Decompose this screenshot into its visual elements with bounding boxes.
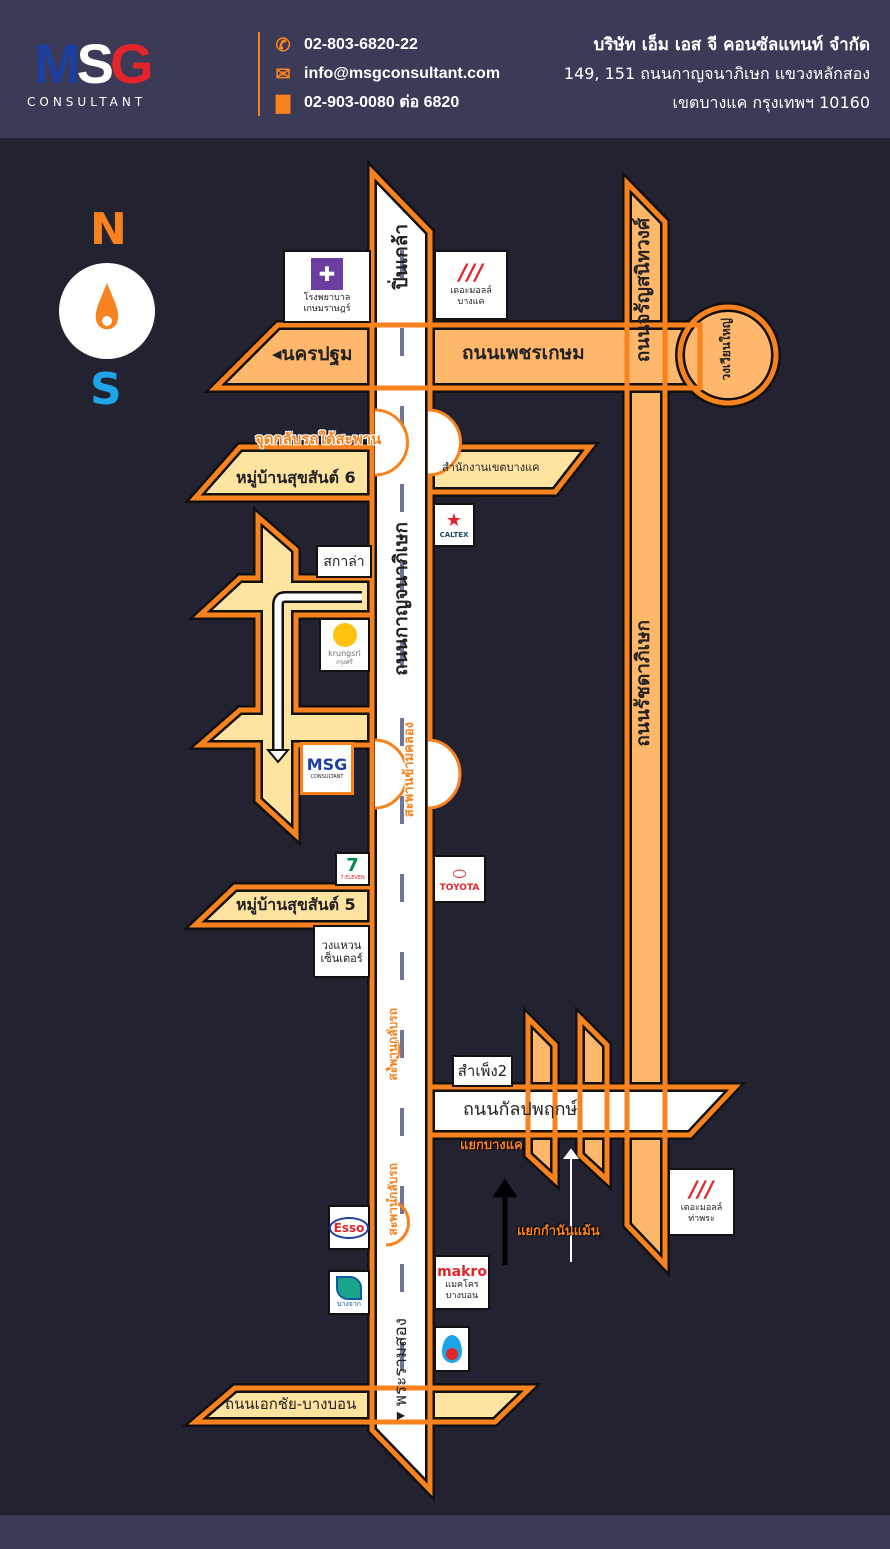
envelope-icon: ✉ — [275, 64, 291, 84]
nakhonpathom-label: ◂นครปฐม — [272, 343, 353, 365]
ratchada-label: ถนนรัชดาภิเษก — [632, 620, 654, 747]
mall-thapra-marker: ///เดอะมอลล์ ท่าพระ — [668, 1168, 735, 1236]
caltex-marker: ★CALTEX — [433, 503, 475, 547]
charan-label: ถนนจรัญสนิทวงศ์ — [632, 218, 654, 363]
address-line-1: 149, 151 ถนนกาญจนาภิเษก แขวงหลักสอง — [563, 64, 870, 83]
email-link[interactable]: info@msgconsultant.com — [304, 65, 501, 82]
the-mall-logo-icon: /// — [689, 1178, 714, 1203]
logo-subtitle: CONSULTANT — [27, 95, 147, 109]
bangchak-marker: บางจาก — [328, 1270, 370, 1315]
phone-link[interactable]: 02-803-6820-22 — [304, 36, 418, 53]
hospital-cross-icon: ✚ — [311, 258, 343, 290]
header-bar — [0, 0, 890, 138]
wongwian-label: วงเวียนใหญ่ — [719, 318, 733, 381]
caltex-star-icon: ★ — [445, 509, 463, 531]
bangkhae-junction-label: แยกบางแค — [460, 1138, 523, 1153]
ring-center-marker: วงแหวน เซ็นเตอร์ — [313, 925, 370, 978]
phetkasem-label: ถนนเพชรเกษม — [462, 342, 585, 364]
overpass-arcs — [374, 408, 462, 1247]
toyota-marker: ⬭TOYOTA — [433, 855, 486, 903]
phone-icon: ✆ — [275, 35, 291, 55]
compass-icon — [59, 263, 155, 359]
sampeng2-marker: สำเพ็ง2 — [452, 1055, 513, 1087]
kanchana-road — [367, 159, 435, 1503]
black-arrow — [492, 1178, 518, 1265]
footer-bar — [0, 1515, 890, 1549]
canal-bridge-label: สะพานข้ามคลอง — [402, 722, 417, 818]
fax-number: 02-903-0080 ต่อ 6820 — [304, 94, 460, 111]
white-arrow — [563, 1148, 579, 1262]
msg-logo: MSG — [34, 32, 154, 95]
north-label: N — [90, 204, 127, 255]
divider — [258, 32, 260, 116]
uturn-bridge-label-2: สะพานกลับรถ — [386, 1163, 400, 1236]
kanchana-label: ถนนกาญจนาภิเษก — [390, 522, 412, 676]
district-office-label: สำนักงานเขตบางแค — [442, 461, 540, 474]
hospital-marker: ✚โรงพยาบาล เกษมราษฎร์ — [283, 250, 371, 323]
fax-row: ▇ 02-903-0080 ต่อ 6820 — [272, 92, 459, 114]
south-label: S — [90, 364, 122, 415]
phone-row: ✆ 02-803-6820-22 — [272, 34, 418, 56]
scala-marker: สกาล่า — [316, 545, 372, 578]
uturn-bridge-label-1: สะพานกลับรถ — [386, 1008, 400, 1081]
rama2-label: ◂พระรามสอง — [391, 1318, 411, 1427]
mall-bangkhae-marker: ///เดอะมอลล์ บางแค — [434, 250, 508, 320]
email-row: ✉ info@msgconsultant.com — [272, 63, 500, 85]
ptt-marker — [434, 1326, 470, 1372]
ptt-flame-icon — [442, 1335, 462, 1363]
ekachai-label: ถนนเอกชัย-บางบอน — [225, 1395, 357, 1413]
company-name: บริษัท เอ็ม เอส จี คอนซัลแทนท์ จำกัด — [593, 35, 871, 55]
fax-icon: ▇ — [276, 93, 290, 113]
toyota-logo-icon: ⬭ — [452, 863, 467, 883]
kamnan-junction-label: แยกกำนันแม้น — [517, 1224, 600, 1239]
the-mall-logo-icon: /// — [458, 261, 484, 286]
bangchak-leaf-icon — [336, 1276, 362, 1300]
kanlapa-label: ถนนกัลปพฤกษ์ — [463, 1099, 578, 1120]
pinklao-label: ปิ่นเกล้า — [390, 224, 412, 290]
uturn-under-label: จุดกลับรถใต้สะพาน — [255, 430, 382, 448]
sukhasan5-label: หมู่บ้านสุขสันต์ 5 — [236, 895, 356, 914]
address-line-2: เขตบางแค กรุงเทพฯ 10160 — [672, 93, 870, 112]
krungsri-logo-icon — [332, 623, 357, 647]
sukhasan6-label: หมู่บ้านสุขสันต์ 6 — [236, 468, 356, 487]
esso-marker: Esso — [328, 1205, 370, 1250]
